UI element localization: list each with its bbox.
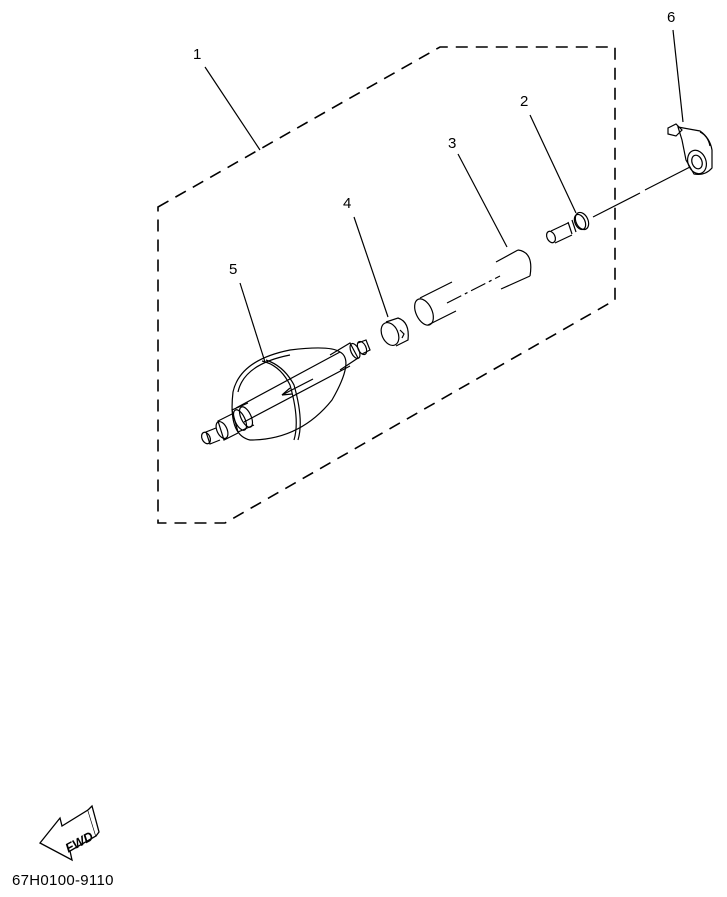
leader-line-1 (204, 66, 261, 151)
leader-line-5 (239, 282, 266, 363)
leader-line-6 (672, 29, 684, 123)
part-3-hose (414, 249, 532, 326)
callout-6: 6 (667, 9, 676, 26)
leader-line-2 (529, 114, 577, 214)
part-4-plug (380, 317, 409, 347)
callout-4: 4 (343, 195, 352, 212)
callout-1: 1 (193, 46, 202, 63)
part-6-elbow (667, 123, 713, 175)
fwd-arrow-icon: FWD (39, 804, 100, 862)
assembly-boundary (157, 46, 616, 524)
leader-line-3 (457, 153, 508, 248)
connection-line (592, 166, 691, 218)
part-code: 67H0100-9110 (12, 872, 114, 889)
part-2-fitting (545, 211, 590, 244)
callout-5: 5 (229, 261, 238, 278)
part-5-primer-bulb (200, 339, 371, 445)
callout-3: 3 (448, 135, 457, 152)
callout-2: 2 (520, 93, 529, 110)
leader-line-4 (353, 216, 389, 318)
